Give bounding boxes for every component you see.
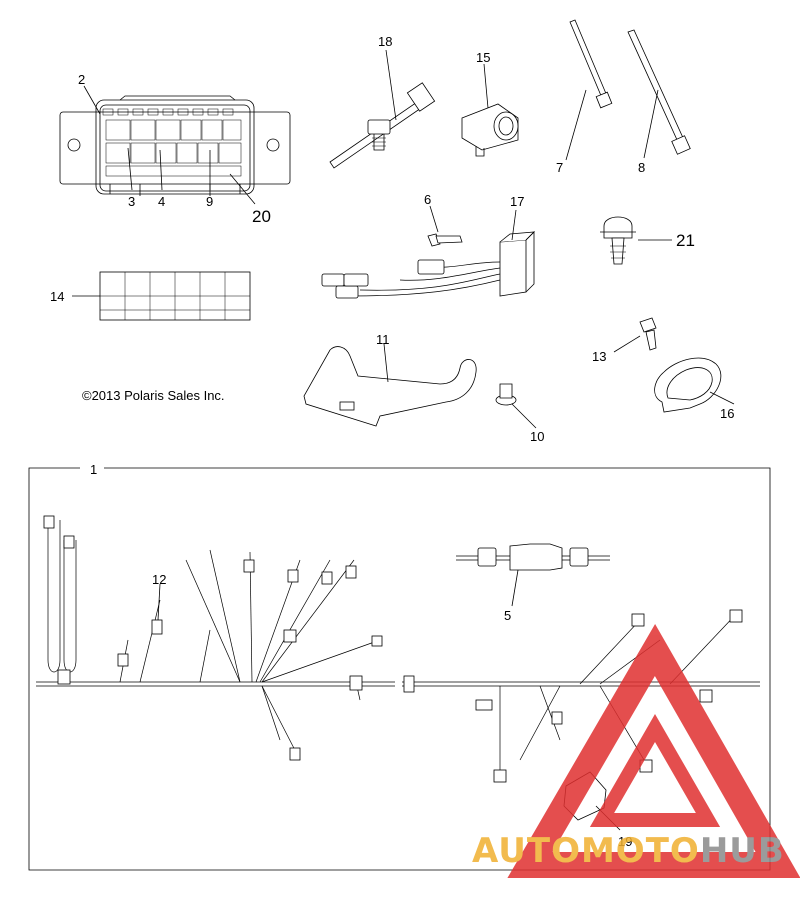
callout-14: 14 xyxy=(50,289,64,304)
callout-16: 16 xyxy=(720,406,734,421)
fuse-box-part xyxy=(59,95,291,196)
callout-4: 4 xyxy=(158,194,165,209)
watermark-text-automoto: AUTOMOTO xyxy=(472,831,700,871)
callout-18: 18 xyxy=(378,34,392,49)
cable-tie-short-part xyxy=(569,19,613,109)
push-clip-part xyxy=(600,216,636,265)
callout-10: 10 xyxy=(530,429,544,444)
callout-labels: 2 3 4 9 20 14 18 15 7 8 6 17 21 11 13 10… xyxy=(50,34,734,849)
callout-9: 9 xyxy=(206,194,213,209)
watermark-text: AUTOMOTOHUB xyxy=(472,831,785,871)
callout-21: 21 xyxy=(676,231,695,250)
callout-17: 17 xyxy=(510,194,524,209)
callout-6: 6 xyxy=(424,192,431,207)
callout-20: 20 xyxy=(252,207,271,226)
callout-1: 1 xyxy=(90,462,97,477)
callout-19: 19 xyxy=(618,834,632,849)
wire-tie-clip-part xyxy=(329,82,436,169)
p-clamp-part xyxy=(654,357,722,413)
leader-lines xyxy=(72,49,735,831)
self-tap-screw-part xyxy=(639,317,657,351)
connector-part xyxy=(461,103,519,157)
fuse-chart-label xyxy=(99,271,251,321)
callout-15: 15 xyxy=(476,50,490,65)
watermark: AUTOMOTOHUB xyxy=(472,623,800,878)
callout-13: 13 xyxy=(592,349,606,364)
cable-tie-long-part xyxy=(627,29,691,155)
callout-12: 12 xyxy=(152,572,166,587)
copyright-text: ©2013 Polaris Sales Inc. xyxy=(82,388,225,403)
callout-5: 5 xyxy=(504,608,511,623)
screw-part xyxy=(427,233,463,247)
harness-left-part xyxy=(36,515,395,761)
main-harness-frame xyxy=(28,467,771,871)
callout-3: 3 xyxy=(128,194,135,209)
watermark-inner-triangle-icon xyxy=(589,713,721,827)
relay-harness-part xyxy=(456,543,610,571)
callout-2: 2 xyxy=(78,72,85,87)
callout-7: 7 xyxy=(556,160,563,175)
bracket-part xyxy=(303,346,477,427)
callout-8: 8 xyxy=(638,160,645,175)
callout-11: 11 xyxy=(376,332,390,347)
watermark-triangle-icon xyxy=(507,623,800,878)
jumper-harness-part xyxy=(321,231,536,299)
watermark-text-hub: HUB xyxy=(700,831,785,871)
push-rivet-part xyxy=(495,383,517,406)
